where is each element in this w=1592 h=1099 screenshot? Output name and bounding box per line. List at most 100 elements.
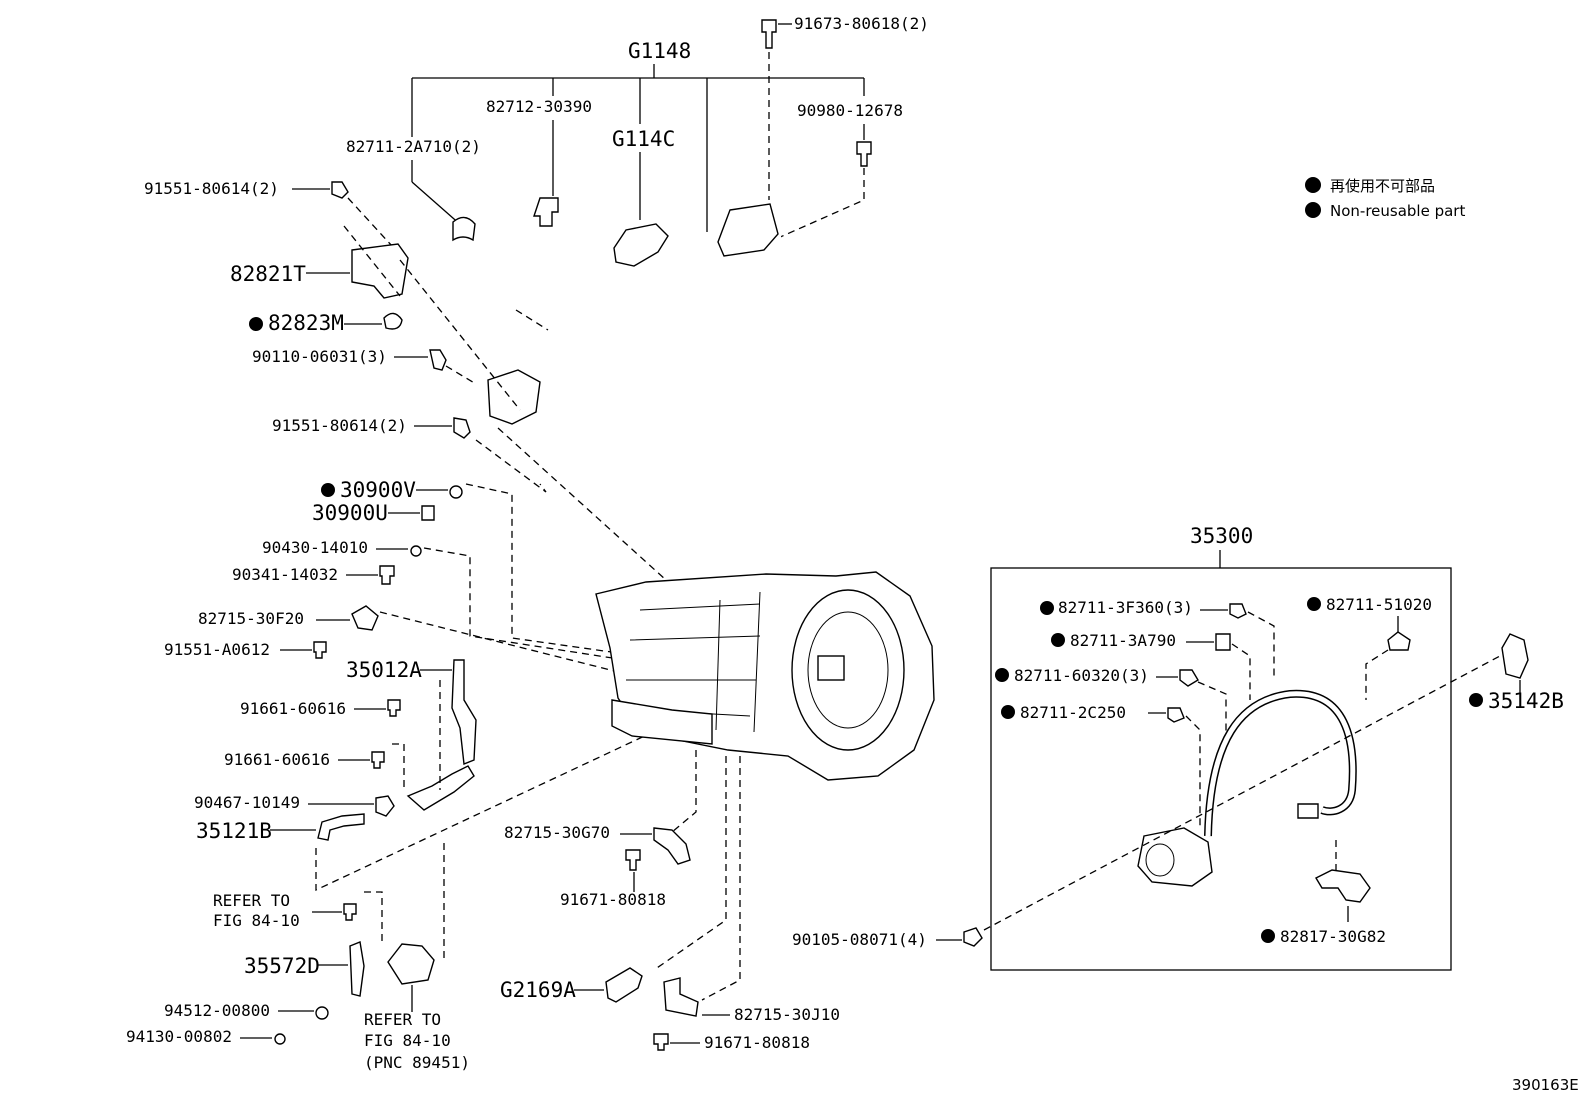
part-label-82711-3f360: 82711-3F360(3)	[1058, 598, 1193, 617]
refer-text-2c: (PNC 89451)	[364, 1053, 470, 1072]
part-label-90430: 90430-14010	[262, 538, 368, 557]
sensor-35012a-icon	[451, 659, 477, 765]
bolt-91551-lower-icon	[453, 417, 471, 439]
bolt-91673-icon	[761, 19, 777, 49]
refer-fig-84-10-upper: REFER TO FIG 84-10	[213, 891, 383, 944]
part-label-82711-3a790: 82711-3A790	[1070, 631, 1176, 650]
bolt-90105-icon	[963, 927, 983, 947]
parts-90430-90341: 90430-14010 90341-14032	[232, 538, 691, 671]
part-label-g2169a: G2169A	[500, 978, 576, 1002]
group-35300-label: 35300	[1190, 524, 1253, 548]
part-label-82715-30g70: 82715-30G70	[504, 823, 610, 842]
fitting-g2169a-icon	[605, 967, 643, 1003]
legend-english: Non-reusable part	[1330, 202, 1465, 220]
part-label-91661-upper: 91661-60616	[240, 699, 346, 718]
part-label-90110: 90110-06031(3)	[252, 347, 387, 366]
switch-35572d-group: 35572D	[244, 842, 445, 1012]
part-label-91551-upper: 91551-80614(2)	[144, 179, 279, 198]
bolt-91661-lower-icon	[371, 751, 385, 769]
part-label-30900v: 30900V	[340, 478, 416, 502]
connector-90980-12678	[856, 141, 872, 167]
part-label-g114c: G114C	[612, 127, 675, 151]
clip-82823m-icon	[383, 312, 403, 330]
nonreusable-82711-3f360-icon	[1040, 601, 1054, 615]
part-label-82821t: 82821T	[230, 262, 306, 286]
parts-30900: 30900V 30900U	[312, 478, 669, 661]
refer-text-1a: REFER TO	[213, 891, 290, 910]
part-label-82712-30390: 82712-30390	[486, 97, 592, 116]
clamp-82711-3a790-icon	[1215, 633, 1231, 651]
part-label-91551-a0612: 91551-A0612	[164, 640, 270, 659]
part-label-90467: 90467-10149	[194, 793, 300, 812]
bracket-35142b-group: 35142B	[983, 633, 1564, 931]
bracket-35142b-icon	[1501, 633, 1529, 679]
plug-90341-icon	[379, 565, 395, 585]
clamp-82711-60320-icon	[1179, 669, 1199, 687]
nonreusable-82817-icon	[1261, 929, 1275, 943]
transmission-assembly	[595, 571, 935, 781]
part-label-82715-30f20: 82715-30F20	[198, 609, 304, 628]
bracket-82715-30f20-icon	[351, 605, 379, 631]
nonreusable-82711-51020-icon	[1307, 597, 1321, 611]
bolt-91671-upper-icon	[625, 849, 641, 871]
group-35300: 35300 82711-3F360(3) 82711-3A790 82711-6…	[990, 524, 1452, 971]
part-label-90980-12678: 90980-12678	[797, 101, 903, 120]
sensor-35012a-group: 35012A	[346, 658, 477, 811]
nonreusable-82711-2c250-icon	[1001, 705, 1015, 719]
refer-text-2a: REFER TO	[364, 1010, 441, 1029]
legend-bullet-icon	[1305, 202, 1321, 218]
sensor-bracket-icon	[406, 765, 475, 811]
clamp-82712-30390	[533, 197, 559, 227]
bolt-91671-lower-icon	[653, 1033, 669, 1051]
clamp-82711-2A710	[452, 216, 476, 242]
connector-plug-icon	[1297, 803, 1319, 819]
legend: 再使用不可部品 Non-reusable part	[1305, 177, 1465, 220]
nut-94130-icon	[274, 1033, 286, 1045]
part-label-90105: 90105-08071(4)	[792, 930, 927, 949]
part-label-82711-2A710: 82711-2A710(2)	[346, 137, 481, 156]
part-label-30900u: 30900U	[312, 501, 388, 525]
left-upper-parts: 91551-80614(2) 82821T 82823M 90110-06031…	[144, 179, 667, 581]
plug-30900u-icon	[421, 505, 435, 521]
bolt-91551-upper-icon	[331, 181, 349, 199]
nonreusable-82711-3a790-icon	[1051, 633, 1065, 647]
part-label-35012a: 35012A	[346, 658, 422, 682]
bracket-82715-30j10-icon	[663, 977, 699, 1017]
parts-82715f-91551a: 82715-30F20 91551-A0612	[164, 605, 691, 691]
nonreusable-82711-60320-icon	[995, 668, 1009, 682]
refer-fig-84-10-lower: REFER TO FIG 84-10 (PNC 89451)	[364, 1010, 470, 1072]
bolt-91673-group: 91673-80618(2)	[761, 14, 929, 200]
group-g1148-label: G1148	[628, 39, 691, 63]
bolt-90110-icon	[429, 349, 447, 371]
part-label-82823m: 82823M	[268, 311, 344, 335]
part-label-82711-60320: 82711-60320(3)	[1014, 666, 1149, 685]
refer-text-2b: FIG 84-10	[364, 1031, 451, 1050]
refer-text-1b: FIG 84-10	[213, 911, 300, 930]
part-label-91551-lower: 91551-80614(2)	[272, 416, 407, 435]
clamp-90467-icon	[375, 795, 395, 817]
part-label-91661-lower: 91661-60616	[224, 750, 330, 769]
parts-94512-94130: 94512-00800 94130-00802	[126, 1001, 329, 1046]
part-g2169a-group: G2169A	[500, 756, 727, 1003]
bracket-82715-30g70-icon	[653, 827, 691, 865]
bracket-35572d-icon	[349, 941, 365, 997]
connector-82817-icon	[1315, 869, 1371, 903]
harness-bracket-icon	[717, 203, 779, 257]
part-label-35142b: 35142B	[1488, 689, 1564, 713]
wire-harness	[487, 202, 782, 425]
parts-82715g-91671: 82715-30G70 91671-80818	[504, 750, 697, 909]
bracket-82821t-icon	[351, 243, 409, 299]
bolt-91551-a0612-icon	[313, 641, 327, 659]
legend-bullet-icon	[1305, 177, 1321, 193]
part-label-94130: 94130-00802	[126, 1027, 232, 1046]
part-label-91673: 91673-80618(2)	[794, 14, 929, 33]
part-label-90341: 90341-14032	[232, 565, 338, 584]
switch-35572d-icon	[387, 943, 435, 985]
legend-japanese: 再使用不可部品	[1330, 177, 1435, 195]
parts-82715j-91671: 82715-30J10 91671-80818	[653, 756, 840, 1052]
group-35300-box	[990, 567, 1452, 971]
ring-30900v-icon	[449, 485, 463, 499]
part-label-94512: 94512-00800	[164, 1001, 270, 1020]
clamp-82711-2c250-icon	[1167, 707, 1185, 723]
part-label-91671-upper: 91671-80818	[560, 890, 666, 909]
